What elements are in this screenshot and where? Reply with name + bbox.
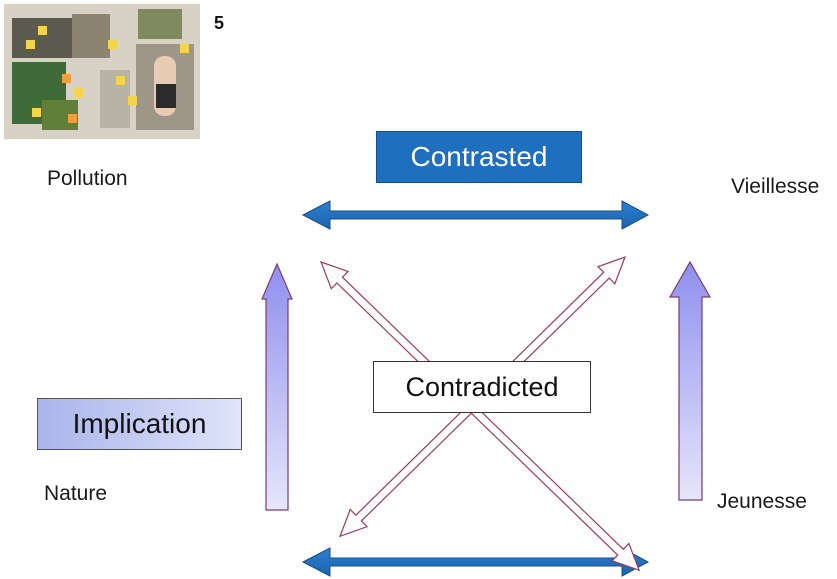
term-jeunesse: Jeunesse: [717, 490, 807, 513]
contrary-arrow-top: [301, 200, 650, 230]
contradiction-arrow-diagonal-1: [319, 261, 641, 572]
implication-box: Implication: [37, 398, 242, 450]
contrasted-box: Contrasted: [376, 131, 582, 183]
implication-label: Implication: [72, 408, 207, 439]
contradicted-box: Contradicted: [373, 361, 591, 413]
implication-arrow-right: [668, 260, 712, 501]
term-vieillesse: Vieillesse: [731, 175, 820, 198]
collage-photo: [4, 4, 200, 139]
term-pollution: Pollution: [47, 167, 128, 190]
subcontrary-arrow-bottom: [301, 547, 650, 577]
collage-number: 5: [214, 13, 225, 33]
contrasted-label: Contrasted: [410, 141, 548, 172]
contradicted-label: Contradicted: [405, 371, 559, 402]
implication-arrow-left: [261, 262, 293, 511]
term-nature: Nature: [44, 482, 108, 505]
